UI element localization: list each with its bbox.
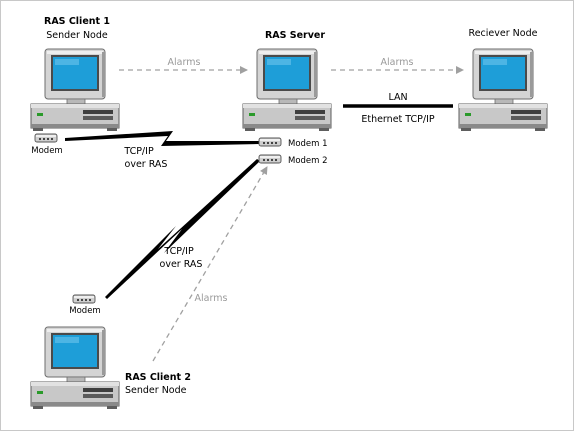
client2-title: RAS Client 2 xyxy=(125,372,191,383)
ras2-label-line1: TCP/IP xyxy=(163,246,194,257)
client2-computer xyxy=(30,326,120,410)
receiver-title: Reciever Node xyxy=(469,28,538,39)
lan-label: LAN xyxy=(388,92,407,103)
server-title: RAS Server xyxy=(265,30,325,41)
ras1-label-line2: over RAS xyxy=(125,159,168,170)
receiver-computer xyxy=(458,48,548,132)
server-modem1-icon xyxy=(258,137,282,147)
server-computer xyxy=(242,48,332,132)
ras-link-1 xyxy=(65,131,259,146)
client2-modem-label: Modem xyxy=(69,306,100,316)
server-modem1-label: Modem 1 xyxy=(288,139,328,149)
ethernet-label: Ethernet TCP/IP xyxy=(361,114,435,125)
ras2-label-line2: over RAS xyxy=(160,259,203,270)
alarms-arrow-client2-server xyxy=(152,166,268,362)
client2-subtitle: Sender Node xyxy=(125,385,187,396)
client1-computer xyxy=(30,48,120,132)
client1-modem-label: Modem xyxy=(31,146,62,156)
ras1-label-line1: TCP/IP xyxy=(123,146,154,157)
client2-modem-icon xyxy=(72,294,96,304)
ras-link-2 xyxy=(105,159,260,299)
client1-modem-icon xyxy=(34,133,58,143)
alarms-label-3: Alarms xyxy=(195,293,228,304)
alarms-label-2: Alarms xyxy=(381,57,414,68)
alarms-label-1: Alarms xyxy=(168,57,201,68)
client1-subtitle: Sender Node xyxy=(46,30,108,41)
client1-title: RAS Client 1 xyxy=(44,16,110,27)
server-modem2-label: Modem 2 xyxy=(288,156,328,166)
server-modem2-icon xyxy=(258,154,282,164)
